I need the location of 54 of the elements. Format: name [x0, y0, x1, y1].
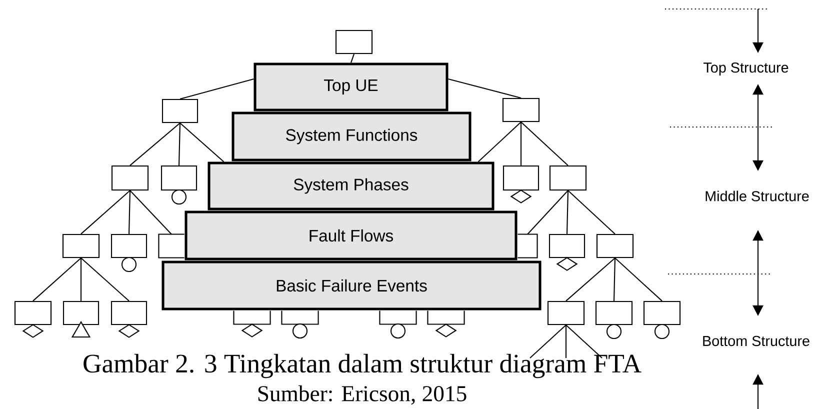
event-box — [335, 30, 373, 54]
connector-line — [180, 78, 254, 100]
connector-line — [566, 324, 602, 358]
event-box — [111, 165, 149, 191]
event-box — [158, 234, 184, 258]
connector-line — [566, 258, 616, 302]
layer-box: Fault Flows — [184, 210, 518, 260]
event-box — [427, 310, 465, 325]
connector-line — [130, 122, 180, 166]
layer-box: System Phases — [208, 162, 494, 210]
event-circle — [654, 324, 670, 340]
event-circle — [121, 256, 137, 272]
event-box — [502, 98, 540, 122]
layer-box: Top UE — [254, 62, 448, 112]
event-box — [62, 234, 100, 258]
event-circle — [292, 323, 308, 339]
connector-line — [32, 258, 82, 302]
event-box — [233, 310, 271, 325]
level-label: Middle Structure — [706, 190, 809, 202]
connector-line — [448, 78, 522, 98]
event-box — [281, 310, 319, 325]
connector-line — [520, 122, 522, 166]
source-note: Sumber: Ericson, 2015 — [258, 385, 466, 405]
connector-line — [530, 324, 566, 358]
connector-line — [130, 190, 172, 235]
level-label: Bottom Structure — [703, 336, 810, 346]
connector-line — [566, 190, 569, 234]
layer-box: System Functions — [232, 112, 472, 162]
connector-line — [478, 122, 522, 162]
connector-line — [350, 54, 355, 63]
event-circle — [390, 323, 406, 339]
connector-line — [568, 190, 616, 234]
event-box — [162, 98, 198, 124]
connector-line — [80, 258, 130, 302]
connector-line — [614, 258, 662, 302]
connector-line — [527, 190, 568, 235]
connector-line — [520, 122, 568, 166]
caption: Gambar 2. 3 Tingkatan dalam struktur diagram FTA — [84, 354, 642, 378]
connector-line — [80, 258, 82, 301]
event-box — [518, 234, 538, 258]
event-box — [549, 165, 587, 191]
connector-line — [80, 190, 130, 234]
connector-line — [128, 190, 131, 234]
event-box — [379, 310, 417, 325]
layer-box: Basic Failure Events — [162, 260, 542, 310]
event-box — [596, 234, 634, 258]
event-box — [547, 300, 585, 326]
event-circle — [606, 324, 622, 340]
connector-line — [178, 123, 181, 166]
event-circle — [171, 189, 187, 205]
connector-line — [565, 325, 567, 358]
connector-line — [180, 122, 224, 162]
connector-line — [613, 258, 616, 301]
level-label: Top Structure — [704, 62, 788, 76]
